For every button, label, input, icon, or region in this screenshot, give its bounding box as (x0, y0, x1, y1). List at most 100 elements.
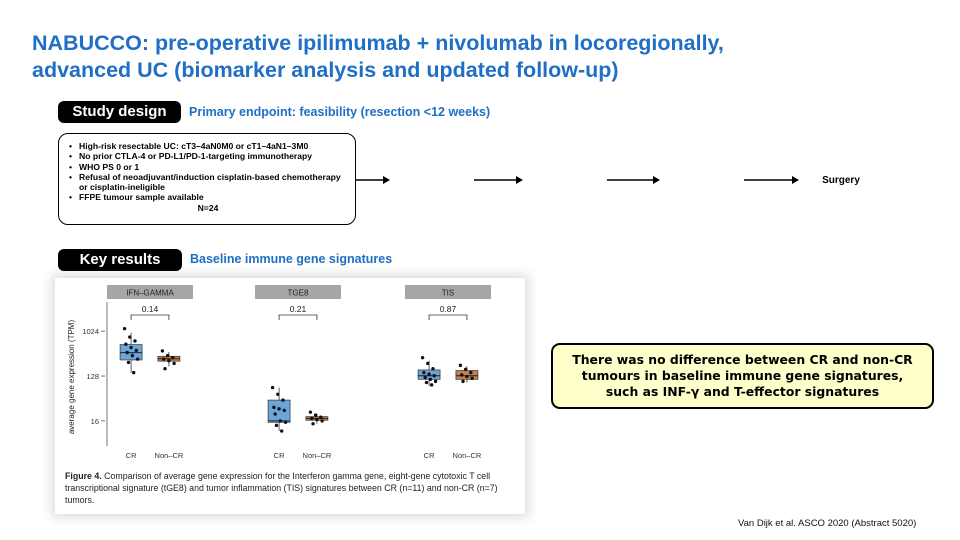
data-point (424, 380, 429, 385)
reference-text: Van Dijk et al. ASCO 2020 (Abstract 5020… (738, 518, 917, 529)
data-point (171, 355, 175, 360)
flow-arrow-4 (744, 176, 799, 184)
panel-title: TGE8 (288, 289, 309, 298)
data-point (320, 419, 324, 423)
data-point (134, 348, 138, 353)
y-axis-label: average gene expression (TPM) (67, 320, 76, 435)
data-point (460, 373, 464, 377)
x-tick-label: Non–CR (155, 451, 184, 460)
flow-arrow-2 (474, 176, 523, 184)
data-point (273, 412, 277, 416)
data-point (420, 355, 425, 360)
eligibility-criteria-box: High-risk resectable UC: cT3–4aN0M0 or c… (58, 133, 356, 225)
data-point (165, 353, 170, 358)
data-point (313, 413, 318, 417)
panel-title: IFN–GAMMA (126, 289, 174, 298)
panel-header (255, 285, 341, 299)
step-label: nivolumab (539, 186, 590, 198)
step-ipilimumab: Ipilimumab (390, 160, 474, 201)
data-point (461, 379, 465, 384)
sample-size: N=24 (197, 202, 219, 213)
data-point (311, 422, 315, 426)
y-tick-label: 16 (91, 417, 99, 426)
data-point (277, 407, 281, 411)
p-value-label: 0.21 (290, 304, 307, 314)
p-value-label: 0.14 (142, 304, 159, 314)
data-point (429, 383, 434, 387)
figure-caption: Figure 4. Comparison of average gene exp… (65, 470, 521, 506)
data-point (283, 420, 288, 424)
significance-bracket (278, 314, 318, 320)
panel-title: TIS (442, 289, 454, 298)
data-point (431, 366, 435, 371)
significance-bracket (130, 314, 170, 320)
panel-header (107, 285, 193, 299)
criteria-item: WHO PS 0 or 1 (69, 162, 347, 173)
data-point (172, 361, 176, 366)
criteria-item: FFPE tumour sample available (69, 192, 347, 203)
data-point (162, 357, 166, 361)
callout-line: tumours in baseline immune gene signatur… (581, 368, 904, 383)
data-point (319, 415, 323, 419)
data-point (426, 361, 430, 366)
callout-line: such as INF-γ and T-effector signatures (605, 384, 880, 399)
data-point (278, 419, 283, 423)
caption-label: Figure 4. (65, 471, 102, 481)
step-label: Nivolumab (676, 174, 728, 186)
x-tick-label: CR (126, 451, 137, 460)
data-point (279, 429, 284, 433)
data-point (281, 398, 285, 402)
y-tick-label: 128 (86, 372, 99, 381)
step-label: + (562, 174, 568, 186)
data-point (310, 416, 314, 421)
slide-title-line2: advanced UC (biomarker analysis and upda… (32, 58, 619, 82)
data-point (126, 360, 131, 365)
slide-title: NABUCCO: pre-operative ipilimumab + nivo… (32, 30, 912, 84)
data-point (167, 359, 171, 363)
data-point (133, 339, 137, 343)
criteria-item: Refusal of neoadjuvant/induction cisplat… (69, 172, 347, 193)
study-design-label: Study design (58, 101, 181, 123)
data-point (315, 417, 319, 422)
data-point (135, 357, 140, 361)
criteria-item: High-risk resectable UC: cT3–4aN0M0 or c… (69, 141, 347, 152)
significance-bracket (428, 314, 468, 320)
data-point (458, 363, 463, 368)
data-point (433, 379, 438, 384)
data-point (160, 349, 165, 353)
callout-line: There was no difference between CR and n… (572, 352, 913, 367)
key-results-label: Key results (58, 249, 182, 271)
step-nivolumab: Nivolumab (660, 160, 744, 201)
p-value-label: 0.87 (440, 304, 457, 314)
x-tick-label: CR (274, 451, 285, 460)
slide-title-line1: NABUCCO: pre-operative ipilimumab + nivo… (32, 31, 724, 55)
x-tick-label: Non–CR (453, 451, 482, 460)
key-results-subheading: Baseline immune gene signatures (190, 252, 393, 266)
x-tick-label: Non–CR (303, 451, 332, 460)
data-point (465, 374, 469, 379)
data-point (470, 376, 474, 381)
data-point (128, 335, 132, 339)
primary-endpoint-text: Primary endpoint: feasibility (resection… (189, 105, 491, 119)
data-point (276, 392, 280, 396)
data-point (270, 385, 275, 390)
box (267, 399, 291, 423)
step-ipilimumab-nivolumab: Ipilimumab + nivolumab (523, 160, 607, 201)
data-point (130, 353, 135, 358)
data-point (124, 342, 128, 346)
y-tick-label: 1024 (82, 327, 99, 336)
criteria-item: No prior CTLA-4 or PD-L1/PD-1-targeting … (69, 151, 347, 162)
step-label: Surgery (822, 174, 860, 186)
step-label: Ipilimumab (405, 174, 459, 186)
caption-text: Comparison of average gene expression fo… (65, 471, 498, 505)
panel-header (405, 285, 491, 299)
conclusion-callout: There was no difference between CR and n… (551, 343, 934, 409)
data-point (463, 367, 468, 372)
data-point (282, 408, 286, 413)
data-point (422, 370, 426, 375)
flow-arrow-1 (356, 176, 390, 184)
figure-panel: average gene expression (TPM) 16 128 1024 IF… (55, 278, 525, 514)
step-surgery: Surgery (799, 160, 883, 201)
data-point (427, 372, 431, 376)
flow-arrow-3 (607, 176, 660, 184)
